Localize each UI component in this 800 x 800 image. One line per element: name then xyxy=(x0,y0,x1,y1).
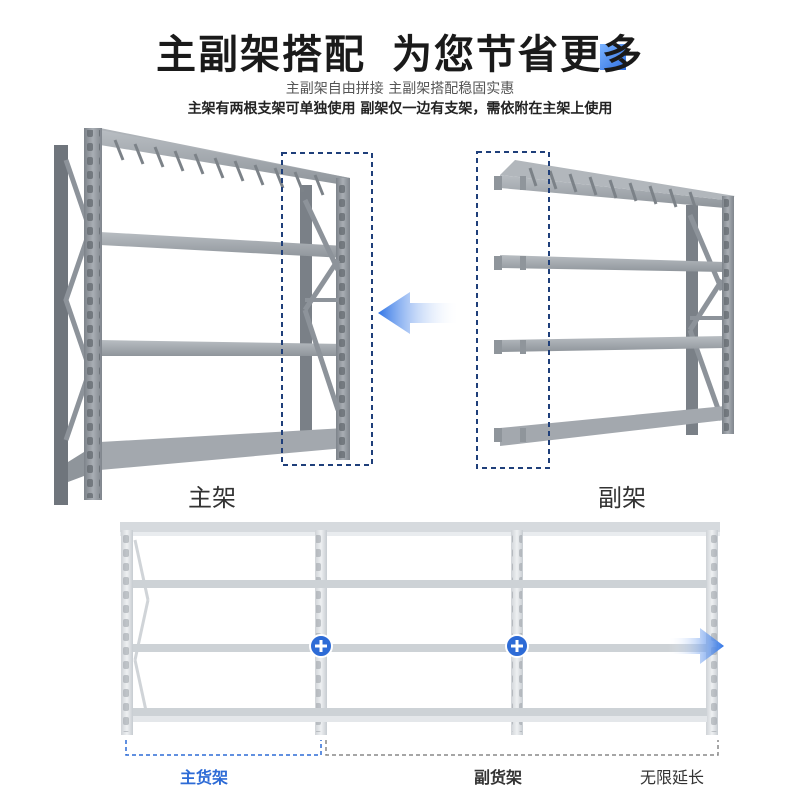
combined-rack-illustration xyxy=(120,522,724,756)
subtitle-line1: 主副架自由拼接 主副架搭配稳固实惠 xyxy=(285,81,515,97)
aux-rack-label: 副架 xyxy=(598,484,646,512)
plus-circle-icon xyxy=(505,634,529,658)
headline-part2: 为您节省更多 xyxy=(392,32,644,78)
subtitle-line2: 主架有两根支架可单独使用 副架仅一边有支架，需依附在主架上使用 xyxy=(187,101,613,117)
plus-circle-icon xyxy=(309,634,333,658)
extend-caption: 无限延长 xyxy=(640,768,705,787)
main-shelf-caption: 主货架 xyxy=(180,768,229,787)
arrow-right-icon xyxy=(668,628,724,664)
arrow-left-icon xyxy=(378,292,460,334)
aux-rack-illustration xyxy=(476,151,735,469)
main-rack-illustration xyxy=(54,128,373,505)
headline-part1: 主副架搭配 xyxy=(156,32,366,78)
main-rack-label: 主架 xyxy=(188,484,236,512)
aux-shelf-caption: 副货架 xyxy=(474,768,523,787)
headline: 主副架搭配为您节省更多 xyxy=(0,22,800,80)
